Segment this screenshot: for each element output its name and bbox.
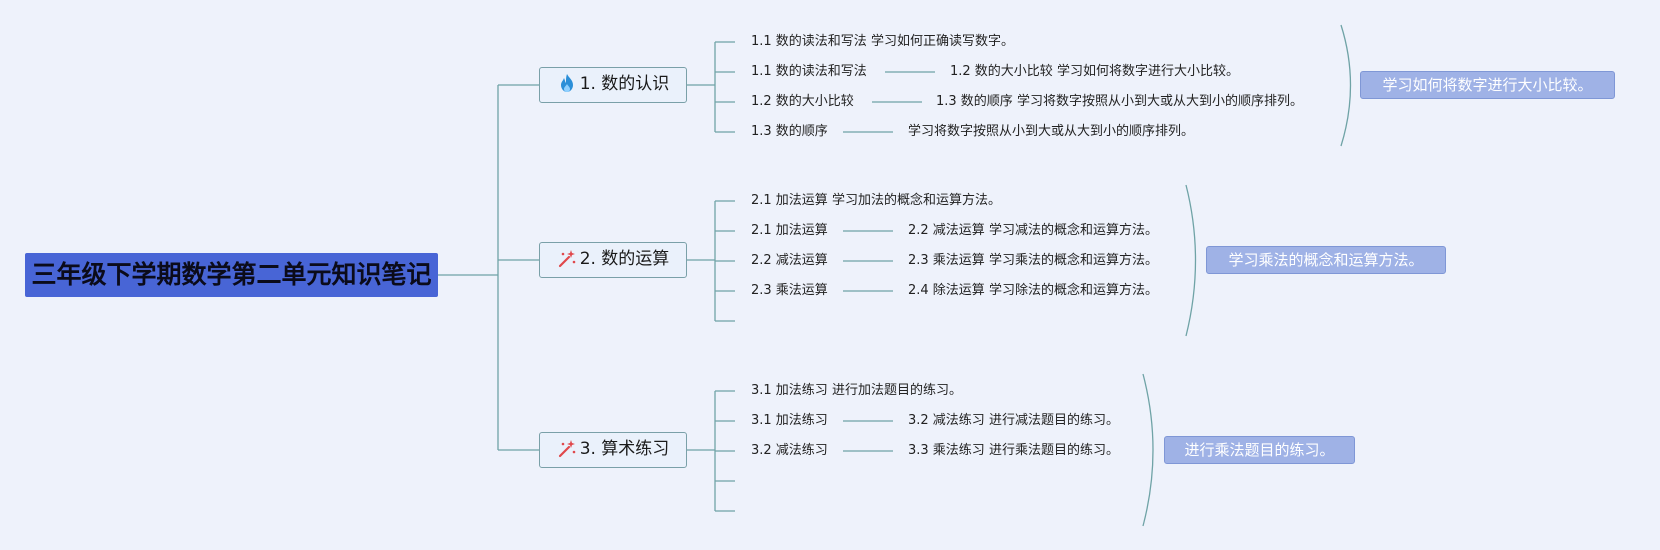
summary-branch-3[interactable]: 进行乘法题目的练习。 <box>1164 436 1355 464</box>
branch-label: 2. 数的运算 <box>579 249 670 269</box>
root-topic[interactable]: 三年级下学期数学第二单元知识笔记 <box>25 253 438 297</box>
leaf-1-row1-a[interactable]: 1.1 数的读法和写法 学习如何正确读写数字。 <box>751 34 1014 49</box>
leaf-2-row4-a[interactable]: 2.3 乘法运算 <box>751 283 828 298</box>
leaf-3-row1-a[interactable]: 3.1 加法练习 进行加法题目的练习。 <box>751 383 962 398</box>
leaf-2-row1-a[interactable]: 2.1 加法运算 学习加法的概念和运算方法。 <box>751 193 1001 208</box>
leaf-1-row4-b[interactable]: 学习将数字按照从小到大或从大到小的顺序排列。 <box>908 124 1195 139</box>
magic-wand-icon <box>558 440 575 458</box>
leaf-1-row3-a[interactable]: 1.2 数的大小比较 <box>751 94 854 109</box>
summary-brace-1 <box>1340 24 1352 147</box>
branch-arithmetic-practice[interactable]: 3. 算术练习 <box>539 432 687 468</box>
leaf-1-row3-b[interactable]: 1.3 数的顺序 学习将数字按照从小到大或从大到小的顺序排列。 <box>936 94 1303 109</box>
leaf-2-row2-a[interactable]: 2.1 加法运算 <box>751 223 828 238</box>
leaf-3-row3-b[interactable]: 3.3 乘法练习 进行乘法题目的练习。 <box>908 443 1119 458</box>
summary-branch-1[interactable]: 学习如何将数字进行大小比较。 <box>1360 71 1615 99</box>
magic-wand-icon <box>558 250 575 268</box>
leaf-1-row2-a[interactable]: 1.1 数的读法和写法 <box>751 64 867 79</box>
leaf-3-row3-a[interactable]: 3.2 减法练习 <box>751 443 828 458</box>
leaf-3-row2-b[interactable]: 3.2 减法练习 进行减法题目的练习。 <box>908 413 1119 428</box>
leaf-3-row2-a[interactable]: 3.1 加法练习 <box>751 413 828 428</box>
leaf-2-row4-b[interactable]: 2.4 除法运算 学习除法的概念和运算方法。 <box>908 283 1158 298</box>
flame-icon <box>560 74 573 92</box>
branch-number-recognition[interactable]: 1. 数的认识 <box>539 67 687 103</box>
leaf-2-row3-a[interactable]: 2.2 减法运算 <box>751 253 828 268</box>
branch-label: 1. 数的认识 <box>579 74 670 94</box>
branch-label: 3. 算术练习 <box>579 439 670 459</box>
leaf-1-row2-b[interactable]: 1.2 数的大小比较 学习如何将数字进行大小比较。 <box>950 64 1239 79</box>
leaf-1-row4-a[interactable]: 1.3 数的顺序 <box>751 124 828 139</box>
leaf-2-row3-b[interactable]: 2.3 乘法运算 学习乘法的概念和运算方法。 <box>908 253 1158 268</box>
summary-brace-3 <box>1142 373 1154 527</box>
leaf-2-row2-b[interactable]: 2.2 减法运算 学习减法的概念和运算方法。 <box>908 223 1158 238</box>
summary-branch-2[interactable]: 学习乘法的概念和运算方法。 <box>1206 246 1446 274</box>
summary-brace-2 <box>1185 184 1197 337</box>
branch-number-operations[interactable]: 2. 数的运算 <box>539 242 687 278</box>
